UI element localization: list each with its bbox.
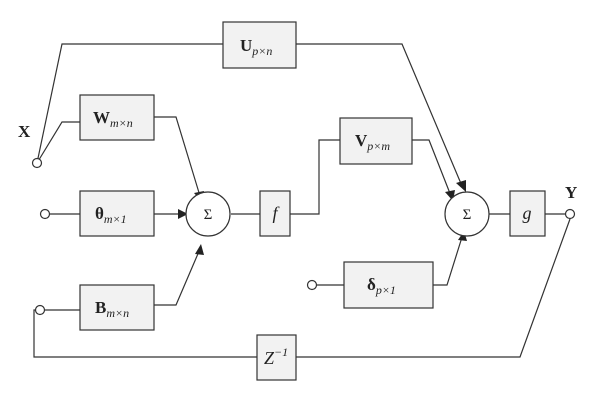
block-v-sub: p×m: [366, 139, 390, 153]
output-node-y: [564, 208, 576, 220]
wire-x-to-u: [36, 43, 223, 164]
output-label-y: Y: [565, 183, 577, 202]
block-v: [339, 117, 413, 165]
input-node-b: [34, 304, 46, 316]
input-node-x: [31, 157, 43, 169]
wire-w-to-sum1: [154, 116, 201, 197]
block-u-main: U: [240, 36, 252, 55]
wire-v-to-sum2: [412, 139, 452, 197]
block-b-main: B: [95, 298, 106, 317]
block-f-label: f: [272, 203, 280, 223]
block-w-label: Wm×n: [93, 108, 133, 130]
wire-b-to-sum1: [154, 248, 201, 306]
block-g: [509, 190, 546, 237]
block-g-label: g: [523, 203, 532, 223]
input-node-theta: [39, 208, 51, 220]
block-b-sub: m×n: [106, 306, 129, 320]
input-label-x: X: [18, 122, 31, 141]
wire-f-to-v: [290, 139, 340, 215]
block-w-sub: m×n: [110, 116, 133, 130]
block-delta-sub: p×1: [375, 283, 396, 297]
block-theta: [79, 190, 155, 237]
wire-u-to-sum2: [296, 43, 463, 187]
block-delay: [256, 334, 297, 381]
block-b-label: Bm×n: [95, 298, 129, 320]
block-w: [79, 94, 155, 141]
block-v-main: V: [355, 131, 368, 150]
block-delta-label: δp×1: [367, 275, 396, 297]
summing-junction-2: [444, 191, 490, 237]
block-w-main: W: [93, 108, 110, 127]
block-u-sub: p×n: [251, 44, 272, 58]
block-theta-main: θ: [95, 204, 104, 223]
summing-junction-1-symbol: Σ: [204, 207, 213, 223]
arrowhead-theta-sum1: [178, 209, 188, 219]
block-delay-sup: −1: [274, 345, 288, 359]
arrowhead-u-sum2: [456, 180, 466, 192]
input-node-delta: [306, 279, 318, 291]
wire-y-to-z: [296, 218, 571, 358]
block-theta-sub: m×1: [104, 212, 127, 226]
block-v-label: Vp×m: [355, 131, 390, 153]
wire-delta-to-sum2: [433, 233, 464, 286]
summing-junction-2-symbol: Σ: [463, 207, 472, 223]
block-delay-main: Z: [264, 348, 275, 368]
block-u: [222, 21, 297, 69]
block-delay-label: Z−1: [264, 345, 288, 368]
block-delta: [343, 261, 434, 309]
arrowhead-b-sum1: [195, 244, 204, 255]
wire-x-to-w: [36, 121, 80, 164]
summing-junction-1: [185, 191, 231, 237]
block-theta-label: θm×1: [95, 204, 127, 226]
block-u-label: Up×n: [240, 36, 272, 58]
block-f: [259, 190, 291, 237]
block-b: [79, 284, 155, 331]
block-delta-main: δ: [367, 275, 376, 294]
